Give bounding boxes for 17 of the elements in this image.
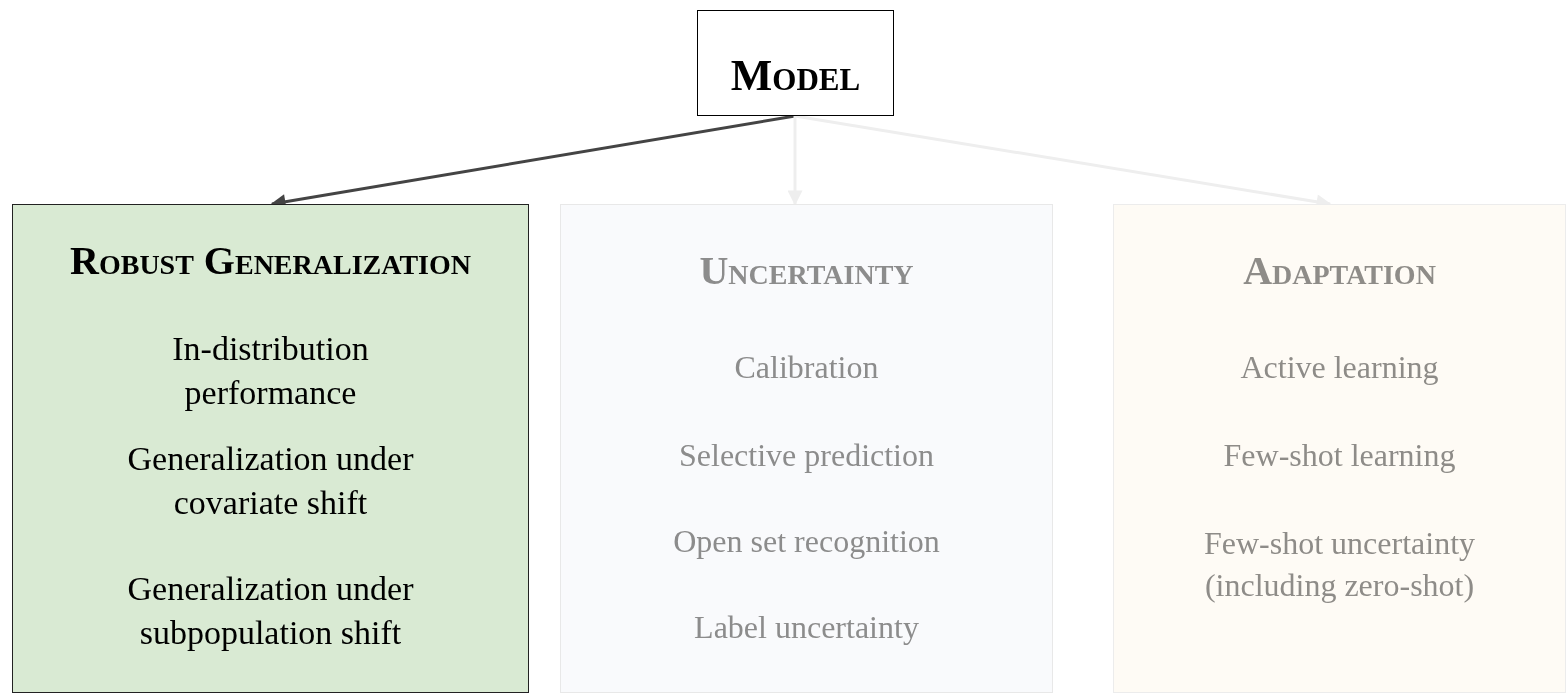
arrow bbox=[787, 116, 803, 206]
panel-heading: Uncertainty bbox=[698, 247, 915, 295]
list-item: Label uncertainty bbox=[693, 608, 920, 647]
category-panel bbox=[12, 204, 529, 693]
model-box bbox=[697, 10, 894, 116]
panel-heading: Robust Generalization bbox=[69, 237, 472, 285]
panel-heading: Model bbox=[729, 50, 862, 102]
list-item: Selective prediction bbox=[678, 436, 935, 475]
list-item: Few-shot uncertainty (including zero-shot) bbox=[1202, 524, 1476, 605]
list-item: Few-shot learning bbox=[1222, 436, 1457, 475]
list-item: Generalization under covariate shift bbox=[126, 439, 415, 524]
list-item: In-distribution performance bbox=[171, 329, 370, 414]
list-item: Calibration bbox=[733, 348, 880, 387]
list-item: Open set recognition bbox=[672, 522, 941, 561]
list-item: Active learning bbox=[1239, 348, 1440, 387]
panel-heading: Adaptation bbox=[1242, 247, 1437, 295]
list-item: Generalization under subpopulation shift bbox=[126, 569, 415, 654]
